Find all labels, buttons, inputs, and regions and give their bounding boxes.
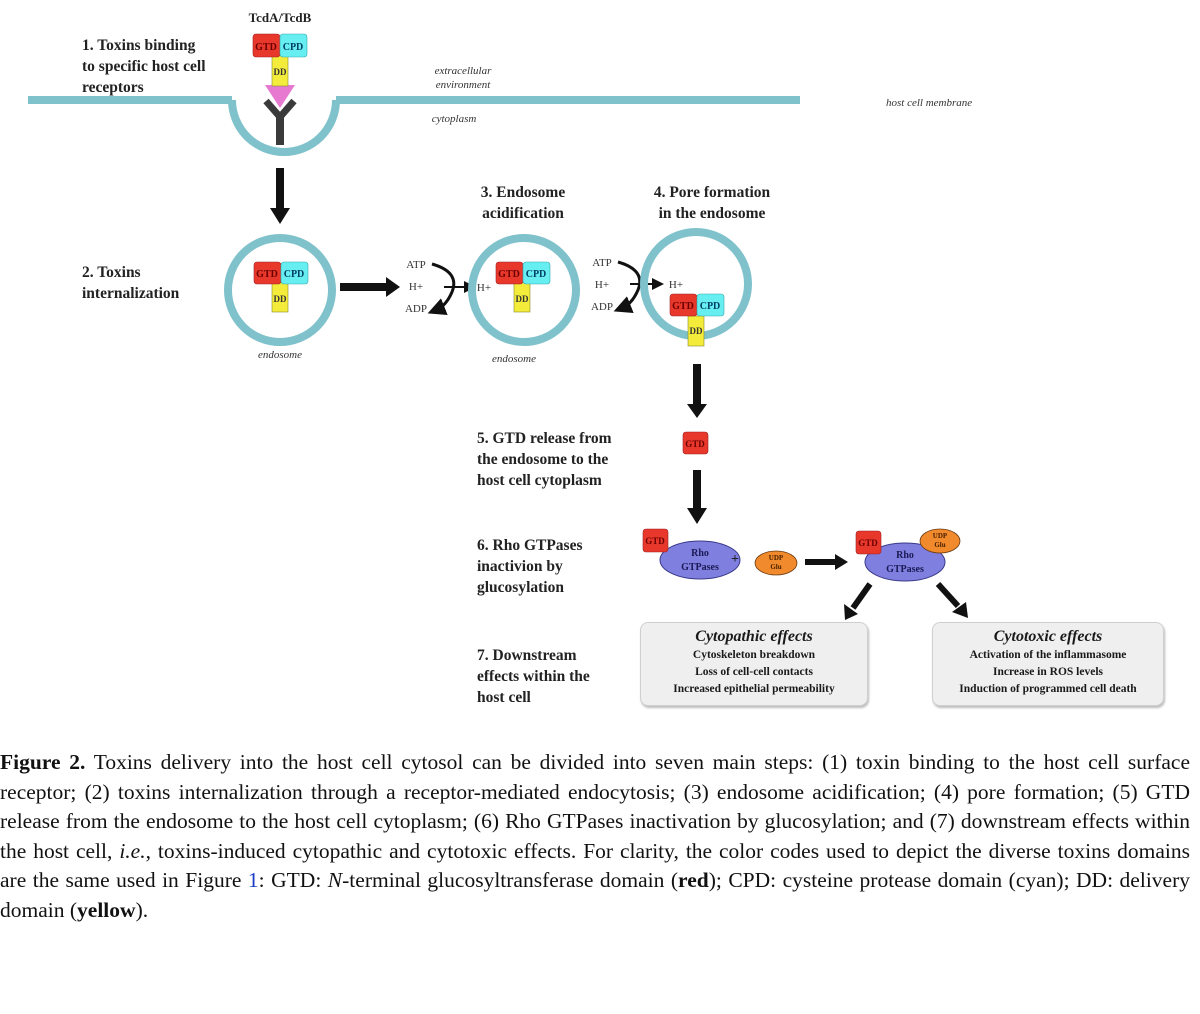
- caption-text: Toxins delivery into the host cell cytos…: [0, 750, 1190, 863]
- endosome-step2: GTD CPD DD endosome: [224, 234, 336, 361]
- gtd-label: GTD: [685, 439, 705, 449]
- adp-label: ADP: [405, 303, 427, 315]
- gtd-released: GTD: [682, 431, 709, 455]
- extracellular-label: extracellular environment: [434, 65, 492, 91]
- step-4-label: 4. Pore formation in the endosome: [653, 184, 771, 222]
- dd-label: DD: [690, 326, 703, 336]
- udp-label: UDP: [933, 532, 948, 540]
- gtd-label: GTD: [255, 42, 277, 53]
- step-2-label: 2. Toxins internalization: [82, 264, 180, 302]
- arrow-right-step2: [340, 277, 400, 297]
- cytotoxic-item: Induction of programmed cell death: [959, 683, 1137, 695]
- cytopathic-item: Cytoskeleton breakdown: [692, 649, 816, 661]
- step-1-label: 1. Toxins binding to specific host cell …: [82, 37, 206, 96]
- step-7-label: 7. Downstream effects within the host ce…: [477, 647, 590, 706]
- caption-text: ); CPD: cysteine protease domain (cyan);…: [0, 868, 1190, 922]
- glu-label: Glu: [770, 563, 781, 571]
- caption-ie: i.e.: [119, 838, 146, 863]
- step-6-label: 6. Rho GTPases inactivion by glucosylati…: [477, 537, 583, 596]
- dd-label: DD: [274, 67, 287, 77]
- caption-text: : GTD:: [258, 868, 328, 892]
- caption-text: , toxins-induced cytopathic and cytotoxi…: [0, 838, 1191, 893]
- rho-label: Rho: [691, 548, 709, 559]
- atp-label: ATP: [592, 257, 612, 269]
- arrow-to-cytopathic: [844, 582, 873, 620]
- arrow-right-glucosylation: [805, 554, 848, 570]
- arrow-down-step4: [687, 364, 707, 418]
- cpd-label: CPD: [283, 42, 304, 53]
- cpd-label: CPD: [700, 301, 721, 312]
- glu-label: Glu: [934, 541, 945, 549]
- arrow-to-cytotoxic: [935, 581, 968, 618]
- udp-glucose: UDP Glu: [754, 550, 798, 576]
- host-cell-membrane-label: host cell membrane: [886, 97, 973, 109]
- gtd-label: GTD: [645, 536, 665, 546]
- host-cell-receptor: [263, 85, 297, 145]
- cytotoxic-effects-box: Cytotoxic effects Activation of the infl…: [932, 622, 1164, 706]
- rho-label: Rho: [896, 550, 914, 561]
- toxin-name: TcdA/TcdB: [249, 10, 312, 25]
- endosome-label: endosome: [258, 349, 302, 361]
- gtd-label: GTD: [256, 269, 278, 280]
- gtd-label: GTD: [498, 269, 520, 280]
- hplus-label: H+: [595, 279, 609, 291]
- figure-label: Figure 2.: [0, 750, 86, 774]
- toxin-complex-step1: GTD CPD DD TcdA/TcdB: [249, 10, 312, 87]
- caption-text: -terminal glucosyltransferase domain (: [342, 868, 679, 892]
- hplus-label: H+: [409, 281, 423, 293]
- cytotoxic-item: Increase in ROS levels: [993, 666, 1103, 678]
- gtd-label: GTD: [858, 538, 878, 548]
- endosome-label: endosome: [492, 353, 536, 365]
- cytoplasm-label: cytoplasm: [431, 113, 477, 125]
- cpd-label: CPD: [284, 269, 305, 280]
- hplus-label-inside: H+: [669, 279, 683, 291]
- toxin-delivery-diagram: GTD CPD DD TcdA/TcdB GTD CPD DD endosome: [28, 10, 1164, 706]
- caption-red: red: [678, 868, 709, 892]
- caption-n-terminal: N: [327, 868, 343, 892]
- rho-gtpases-unmodified: Rho GTPases GTD: [642, 528, 741, 580]
- step-5-label: 5. GTD release from the endosome to the …: [477, 430, 612, 489]
- caption-text: ).: [135, 897, 149, 922]
- host-cell-membrane: [28, 96, 800, 156]
- udp-label: UDP: [769, 554, 784, 562]
- caption-yellow: yellow: [77, 897, 136, 922]
- cytopathic-effects-box: Cytopathic effects Cytoskeleton breakdow…: [640, 622, 868, 706]
- gtpases-label: GTPases: [886, 564, 924, 575]
- endosome-step4-pore: GTD CPD DD: [640, 228, 752, 347]
- gtpases-label: GTPases: [681, 562, 719, 573]
- plus-sign: +: [731, 552, 739, 567]
- diagram-canvas: GTD CPD DD TcdA/TcdB GTD CPD DD endosome: [28, 10, 968, 620]
- arrow-down-step5: [687, 470, 707, 524]
- cytotoxic-item: Activation of the inflammasome: [969, 649, 1127, 661]
- hplus-label-inside: H+: [477, 282, 491, 294]
- dd-label: DD: [274, 294, 287, 304]
- figure-1-link[interactable]: 1: [247, 868, 259, 892]
- proton-pump-step4: ATP H+ ADP H+: [591, 257, 683, 314]
- figure-caption: Figure 2. Toxins delivery into the host …: [0, 748, 1190, 925]
- cytopathic-item: Loss of cell-cell contacts: [695, 666, 813, 678]
- cpd-label: CPD: [526, 269, 547, 280]
- cytotoxic-title: Cytotoxic effects: [993, 628, 1103, 645]
- cytopathic-title: Cytopathic effects: [695, 628, 813, 645]
- receptor-ligand: [265, 85, 295, 108]
- proton-pump-step3: ATP H+ ADP H+: [405, 259, 491, 316]
- rho-gtpases-glucosylated: Rho GTPases GTD UDP Glu: [855, 528, 961, 582]
- endosome-step3: GTD CPD DD endosome: [468, 234, 580, 365]
- atp-label: ATP: [406, 259, 426, 271]
- adp-label: ADP: [591, 301, 613, 313]
- step-3-label: 3. Endosome acidification: [480, 184, 566, 222]
- cytopathic-item: Increased epithelial permeability: [673, 683, 835, 695]
- gtd-label: GTD: [672, 301, 694, 312]
- dd-label: DD: [516, 294, 529, 304]
- arrow-down-step1: [270, 168, 290, 224]
